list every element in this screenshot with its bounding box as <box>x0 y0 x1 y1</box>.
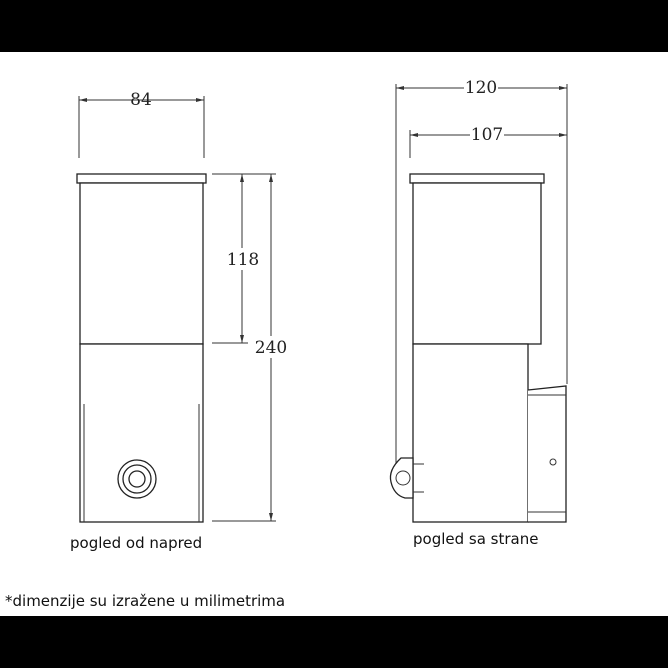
front-width-label: 84 <box>130 90 152 110</box>
label-bg <box>226 248 260 270</box>
label-bg <box>254 336 288 358</box>
front-view: 84 118 240 <box>76 90 288 523</box>
wall-mount-plate <box>527 385 567 523</box>
arrow-right <box>559 133 567 137</box>
side-view-caption: pogled sa strane <box>413 530 539 548</box>
motion-sensor-lens <box>128 470 146 488</box>
side-body-depth-label: 107 <box>471 125 503 145</box>
upper-height-label: 118 <box>227 250 259 270</box>
side-diffuser <box>412 182 542 345</box>
arrow-left <box>396 86 404 90</box>
total-height-label: 240 <box>255 338 287 358</box>
side-cap <box>409 173 545 184</box>
arrow-up <box>240 174 244 182</box>
arrow-right <box>559 86 567 90</box>
arrow-down <box>240 335 244 343</box>
side-base-body <box>412 343 529 523</box>
arrow-left <box>410 133 418 137</box>
label-bg <box>470 125 504 145</box>
side-sensor-lens <box>395 470 411 486</box>
side-view: 120 107 <box>389 78 568 523</box>
mount-screw <box>549 458 557 466</box>
front-view-caption: pogled od napred <box>70 534 203 552</box>
arrow-right <box>196 98 204 102</box>
footnote: *dimenzije su izražene u milimetrima <box>5 592 286 610</box>
label-bg <box>464 78 498 98</box>
front-diffuser <box>79 182 204 345</box>
arrow-up <box>269 174 273 182</box>
side-depth-label: 120 <box>465 78 497 98</box>
arrow-down <box>269 513 273 521</box>
arrow-left <box>79 98 87 102</box>
front-cap <box>76 173 207 184</box>
